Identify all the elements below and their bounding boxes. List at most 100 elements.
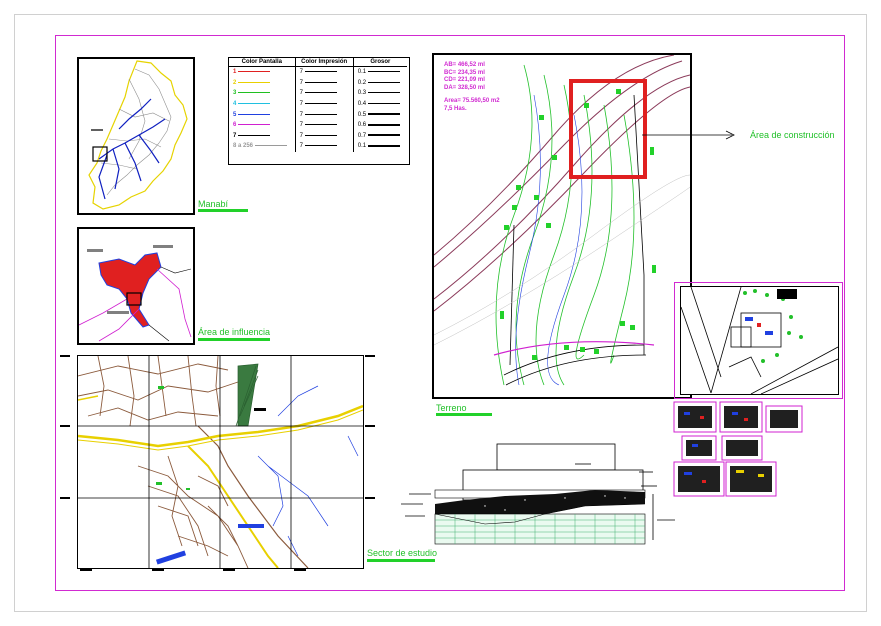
legend-print-number: 7 <box>299 101 303 108</box>
area-influencia-label-bar <box>198 338 270 341</box>
cross-section <box>395 440 675 550</box>
legend-thickness-value: 0.1 <box>357 143 367 150</box>
legend-thickness-value: 0.6 <box>357 122 367 129</box>
legend-thickness: 0.1 <box>352 141 407 152</box>
legend-thickness: 0.2 <box>352 77 407 89</box>
sheet-inner-frame <box>55 35 845 591</box>
legend-print-color: 7 <box>294 88 354 99</box>
construction-callout-arrow <box>642 130 735 140</box>
legend-color-swatch <box>238 81 271 83</box>
legend-thickness-value: 0.1 <box>357 69 367 76</box>
legend-color-number: 1 <box>233 69 237 76</box>
legend-thickness-value: 0.2 <box>357 79 367 86</box>
terrain-plan <box>434 55 690 386</box>
study-sector-map-panel <box>77 355 364 569</box>
legend-thickness: 0.1 <box>352 66 407 78</box>
legend-thickness-swatch <box>368 134 401 137</box>
legend-print-color: 7 <box>294 130 354 142</box>
legend-thickness: 0.6 <box>352 119 407 131</box>
manabi-map <box>88 60 188 210</box>
color-legend-table: Color Pantalla Color Impresión Grosor 1 7… <box>229 58 407 152</box>
area-construccion-label: Área de construcción <box>750 130 835 140</box>
legend-print-swatch <box>304 145 337 147</box>
legend-thickness: 0.4 <box>352 98 407 110</box>
legend-print-swatch <box>304 71 337 73</box>
legend-print-color: 7 <box>294 109 354 120</box>
area-influencia-label: Área de influencia <box>198 327 271 337</box>
legend-thickness-swatch <box>368 71 401 72</box>
legend-color-swatch <box>238 124 271 126</box>
legend-color-swatch <box>255 145 288 147</box>
legend-color-swatch <box>238 113 271 115</box>
site-plan-frame <box>674 282 843 399</box>
terrain-plan-panel <box>432 53 692 399</box>
legend-color-number: 3 <box>233 90 237 97</box>
legend-print-color: 7 <box>294 77 354 89</box>
legend-color-number: 5 <box>233 111 237 118</box>
legend-thickness: 0.3 <box>352 88 407 99</box>
legend-screen-color: 3 <box>229 88 295 99</box>
legend-print-color: 7 <box>294 141 354 152</box>
legend-thickness-swatch <box>368 92 401 94</box>
terrain-stat-has: 7,5 Has. <box>444 105 467 112</box>
legend-print-swatch <box>304 134 337 136</box>
legend-color-number: 6 <box>233 122 237 129</box>
terrain-stat-bc: BC= 234,35 ml <box>444 69 485 76</box>
legend-thickness-swatch <box>368 81 401 83</box>
legend-thickness-swatch <box>368 113 401 115</box>
legend-header-grosor: Grosor <box>352 58 407 67</box>
legend-thickness-swatch <box>368 144 401 147</box>
legend-color-swatch <box>238 103 271 104</box>
legend-print-color: 7 <box>294 119 354 131</box>
terrain-stat-cd: CD= 221,09 ml <box>444 77 485 83</box>
terrain-stat-area: Area= 75.560,50 m2 <box>444 98 500 104</box>
legend-print-number: 7 <box>299 79 303 86</box>
sector-estudio-label: Sector de estudio <box>367 548 438 558</box>
legend-print-number: 7 <box>299 90 303 97</box>
legend-print-swatch <box>304 81 337 83</box>
legend-print-swatch <box>304 92 337 94</box>
sheet-thumbnails <box>672 400 842 500</box>
legend-print-swatch <box>304 124 337 126</box>
legend-screen-color: 4 <box>229 99 295 110</box>
terrain-stat-ab: AB= 466,52 ml <box>444 62 485 68</box>
legend-color-number: 8 a 256 <box>233 143 254 150</box>
influence-map-panel <box>77 227 195 345</box>
map-grid-ticks <box>60 355 380 575</box>
legend-thickness-value: 0.3 <box>357 90 367 97</box>
legend-print-number: 7 <box>299 122 303 129</box>
legend-print-number: 7 <box>299 69 303 76</box>
manabi-map-panel <box>77 57 195 215</box>
legend-print-number: 7 <box>299 132 303 139</box>
legend-header-impresion: Color Impresión <box>294 58 354 67</box>
color-legend-box <box>228 57 410 165</box>
legend-color-swatch <box>238 92 271 94</box>
legend-thickness: 0.7 <box>352 130 407 142</box>
legend-header-pantalla: Color Pantalla <box>229 58 296 67</box>
legend-thickness-swatch <box>368 102 401 105</box>
terreno-label: Terreno <box>436 403 467 413</box>
legend-screen-color: 8 a 256 <box>229 141 295 152</box>
sheet-outer-frame <box>14 14 867 612</box>
legend-color-number: 7 <box>233 132 237 139</box>
legend-print-number: 7 <box>299 111 303 118</box>
legend-print-color: 7 <box>294 98 354 110</box>
sector-estudio-label-bar <box>367 559 435 562</box>
manabi-label: Manabí <box>198 199 229 209</box>
legend-color-swatch <box>238 134 271 136</box>
site-plan <box>681 287 838 394</box>
legend-color-number: 4 <box>233 101 237 108</box>
legend-print-swatch <box>304 113 337 115</box>
legend-thickness-value: 0.5 <box>357 111 367 118</box>
terrain-stat-da: DA= 328,50 ml <box>444 84 485 91</box>
legend-screen-color: 5 <box>229 109 295 120</box>
legend-color-number: 2 <box>233 79 237 86</box>
terreno-label-bar <box>436 413 492 416</box>
legend-print-color: 7 <box>294 66 354 78</box>
